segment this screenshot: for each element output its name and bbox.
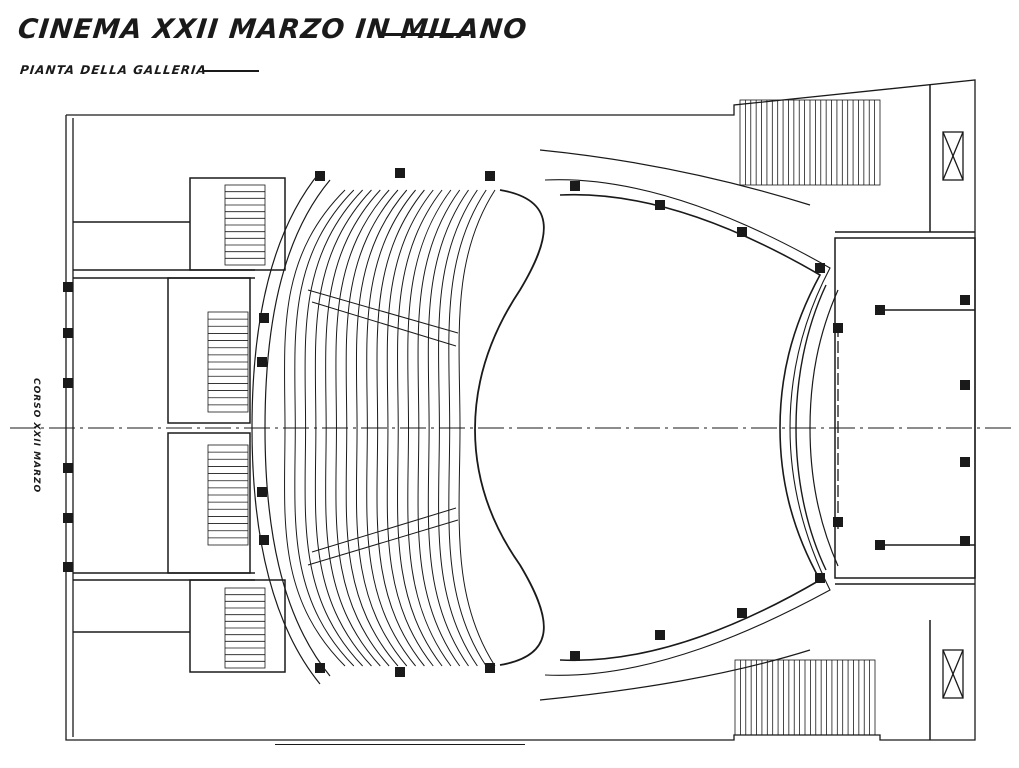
structural-column: [395, 667, 405, 677]
seat-row: [376, 189, 425, 667]
structural-column: [570, 181, 580, 191]
left-wing-walls: [73, 177, 286, 673]
stair-upper-left: [224, 184, 266, 266]
structural-column: [257, 357, 267, 367]
structural-column: [63, 378, 73, 388]
seat-row: [325, 189, 381, 667]
seat-row: [386, 189, 434, 667]
structural-column: [259, 313, 269, 323]
seat-row: [427, 189, 469, 667]
structural-column: [960, 457, 970, 467]
structural-columns: [63, 168, 970, 677]
structural-column: [485, 663, 495, 673]
seat-row: [438, 189, 478, 667]
seat-row: [294, 189, 355, 667]
structural-column: [63, 513, 73, 523]
structural-column: [833, 517, 843, 527]
seat-row: [314, 189, 372, 667]
structural-column: [875, 305, 885, 315]
structural-column: [257, 487, 267, 497]
structural-column: [960, 295, 970, 305]
structural-column: [655, 200, 665, 210]
seat-row: [448, 189, 487, 667]
right-block-walls: [834, 85, 976, 740]
structural-column: [815, 263, 825, 273]
stair-left-mid-b: [207, 444, 249, 546]
seat-row: [335, 189, 390, 667]
street-label: CORSO XXII MARZO: [31, 378, 41, 494]
title-underline: [383, 33, 469, 36]
stair-lower-left: [224, 587, 266, 669]
structural-column: [63, 328, 73, 338]
structural-column: [63, 562, 73, 572]
elevator-shaft-lower: [942, 649, 964, 699]
gallery-seating-rows: [284, 189, 496, 667]
structural-column: [960, 536, 970, 546]
structural-column: [485, 171, 495, 181]
stair-lower-right: [734, 659, 876, 736]
stair-upper-right: [739, 99, 881, 186]
seat-row: [304, 189, 364, 667]
structural-column: [833, 323, 843, 333]
seat-row: [366, 189, 416, 667]
structural-column: [737, 227, 747, 237]
scale-bar: [275, 744, 525, 745]
structural-column: [815, 573, 825, 583]
structural-column: [655, 630, 665, 640]
structural-column: [259, 535, 269, 545]
seat-row: [458, 189, 496, 667]
seating-aisles: [307, 289, 459, 566]
structural-column: [960, 380, 970, 390]
proscenium-arc: [795, 284, 827, 571]
gallery-void-edge: [559, 193, 822, 662]
subtitle-underline: [204, 70, 259, 72]
structural-column: [63, 282, 73, 292]
structural-column: [63, 463, 73, 473]
structural-column: [315, 171, 325, 181]
structural-column: [737, 608, 747, 618]
seat-row: [407, 189, 452, 667]
stair-left-mid-a: [207, 311, 249, 413]
seat-row: [417, 189, 461, 667]
structural-column: [570, 651, 580, 661]
seat-row: [345, 189, 399, 667]
structural-column: [395, 168, 405, 178]
structural-column: [315, 663, 325, 673]
building-outline: [65, 79, 976, 741]
seat-row: [397, 189, 443, 667]
structural-column: [875, 540, 885, 550]
balcony-front: [474, 189, 545, 666]
seat-row: [284, 189, 346, 667]
seat-row: [355, 189, 408, 667]
elevator-shaft-upper: [942, 131, 964, 181]
